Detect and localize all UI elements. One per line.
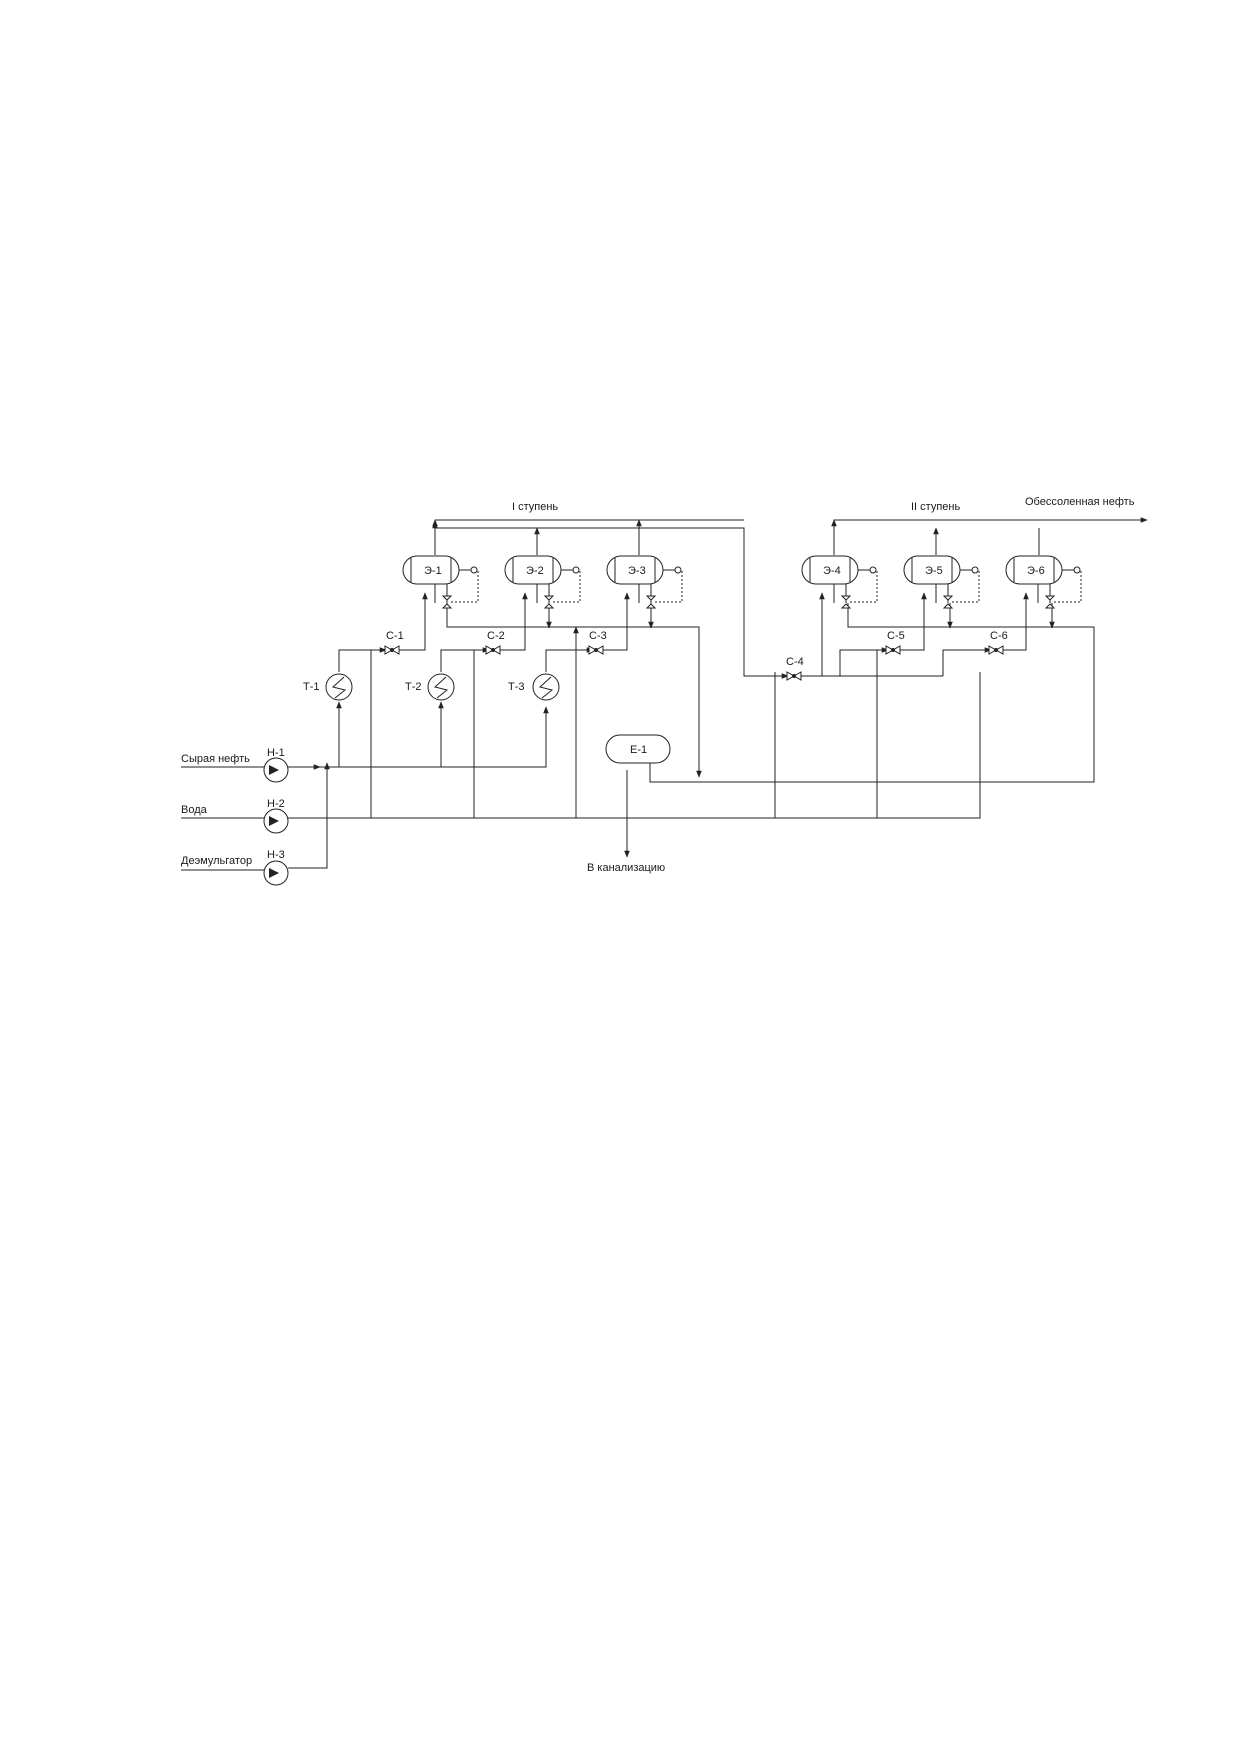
mixer-c3-label: С-3 (589, 630, 607, 642)
c5-outlet (900, 592, 927, 651)
water-riser-c2 (473, 649, 481, 818)
demulsifier-label: Деэмульгатор (181, 855, 252, 867)
heat-exchanger-t3: Т-3 (508, 673, 560, 701)
mixer-c3: С-3 (588, 630, 607, 655)
c6-inlet (942, 647, 992, 676)
electrodehydrator-e3-label: Э-3 (628, 565, 646, 577)
pump-h3: Н-3 (263, 849, 289, 886)
tank-e1: Е-1 (605, 734, 671, 764)
electrodehydrator-e3: Э-3 (606, 555, 683, 609)
c5-inlet (839, 647, 889, 676)
electrodehydrator-e5: Э-5 (903, 555, 980, 609)
mixer-c2-label: С-2 (487, 630, 505, 642)
water-label: Вода (181, 804, 208, 816)
pump-h2: Н-2 (263, 798, 289, 834)
labels: Сырая нефть Вода Деэмульгатор Обессоленн… (181, 496, 1135, 874)
c1-outlet (399, 592, 428, 651)
mixer-c6-label: С-6 (990, 630, 1008, 642)
heat-exchanger-t1-label: Т-1 (303, 681, 320, 693)
mixer-c1: С-1 (384, 630, 404, 655)
pumps: Н-1 Н-2 Н-3 (263, 747, 289, 886)
mixer-c5-label: С-5 (887, 630, 905, 642)
heat-exchanger-t2-label: Т-2 (405, 681, 422, 693)
c4-outlet (801, 592, 825, 677)
mixer-c1-label: С-1 (386, 630, 404, 642)
electrodehydrator-e1-label: Э-1 (424, 565, 442, 577)
h3-discharge (288, 762, 330, 869)
crude-oil-label: Сырая нефть (181, 753, 250, 765)
water-riser-c1 (370, 649, 378, 818)
t3-outlet (545, 647, 594, 672)
tank-e1-label: Е-1 (630, 744, 647, 756)
pump-h3-label: Н-3 (267, 849, 285, 861)
piping (181, 517, 1148, 871)
crude-header (320, 706, 549, 768)
stage1-label: I ступень (512, 501, 558, 513)
heat-exchangers: Т-1 Т-2 Т-3 (303, 673, 560, 701)
product-header (833, 517, 1148, 555)
electrodehydrator-e1: Э-1 (402, 555, 479, 609)
pump-h2-label: Н-2 (267, 798, 285, 810)
electrodehydrator-e6: Э-6 (1005, 555, 1082, 609)
electrodehydrator-e2: Э-2 (504, 555, 581, 609)
electrodehydrator-e4: Э-4 (801, 555, 878, 609)
mixer-c4: С-4 (786, 656, 804, 681)
electrodehydrator-e5-label: Э-5 (925, 565, 943, 577)
to-sewer-label: В канализацию (587, 862, 665, 874)
electrodehydrator-e4-label: Э-4 (823, 565, 841, 577)
c2-outlet (500, 592, 528, 651)
heat-exchanger-t3-label: Т-3 (508, 681, 525, 693)
electrodehydrator-e6-label: Э-6 (1027, 565, 1045, 577)
heat-exchanger-t2: Т-2 (405, 673, 455, 701)
wash-water-loop-1 (446, 603, 702, 778)
desalted-oil-label: Обессоленная нефть (1025, 496, 1135, 508)
pump-h1-label: Н-1 (267, 747, 285, 759)
mixer-c4-label: С-4 (786, 656, 804, 668)
stage2-label: II ступень (911, 501, 960, 513)
pump-h1: Н-1 (263, 747, 289, 783)
stage1-top-header (434, 519, 744, 555)
t2-outlet (440, 647, 490, 672)
stage2-oil-link (647, 603, 1095, 783)
c3-outlet (603, 592, 630, 651)
electrodehydrators: Э-1 Э-2 Э-3 (402, 555, 1082, 609)
mixer-c5: С-5 (885, 630, 905, 655)
mixer-c6: С-6 (988, 630, 1008, 655)
mixer-c2: С-2 (485, 630, 505, 655)
t1-outlet (338, 647, 387, 672)
mixers: С-1 С-2 С-3 С-4 С-5 С-6 (384, 630, 1008, 681)
electrodehydrator-e2-label: Э-2 (526, 565, 544, 577)
water-header (325, 672, 981, 819)
c6-outlet (1003, 592, 1029, 651)
heat-exchanger-t1: Т-1 (303, 673, 353, 701)
